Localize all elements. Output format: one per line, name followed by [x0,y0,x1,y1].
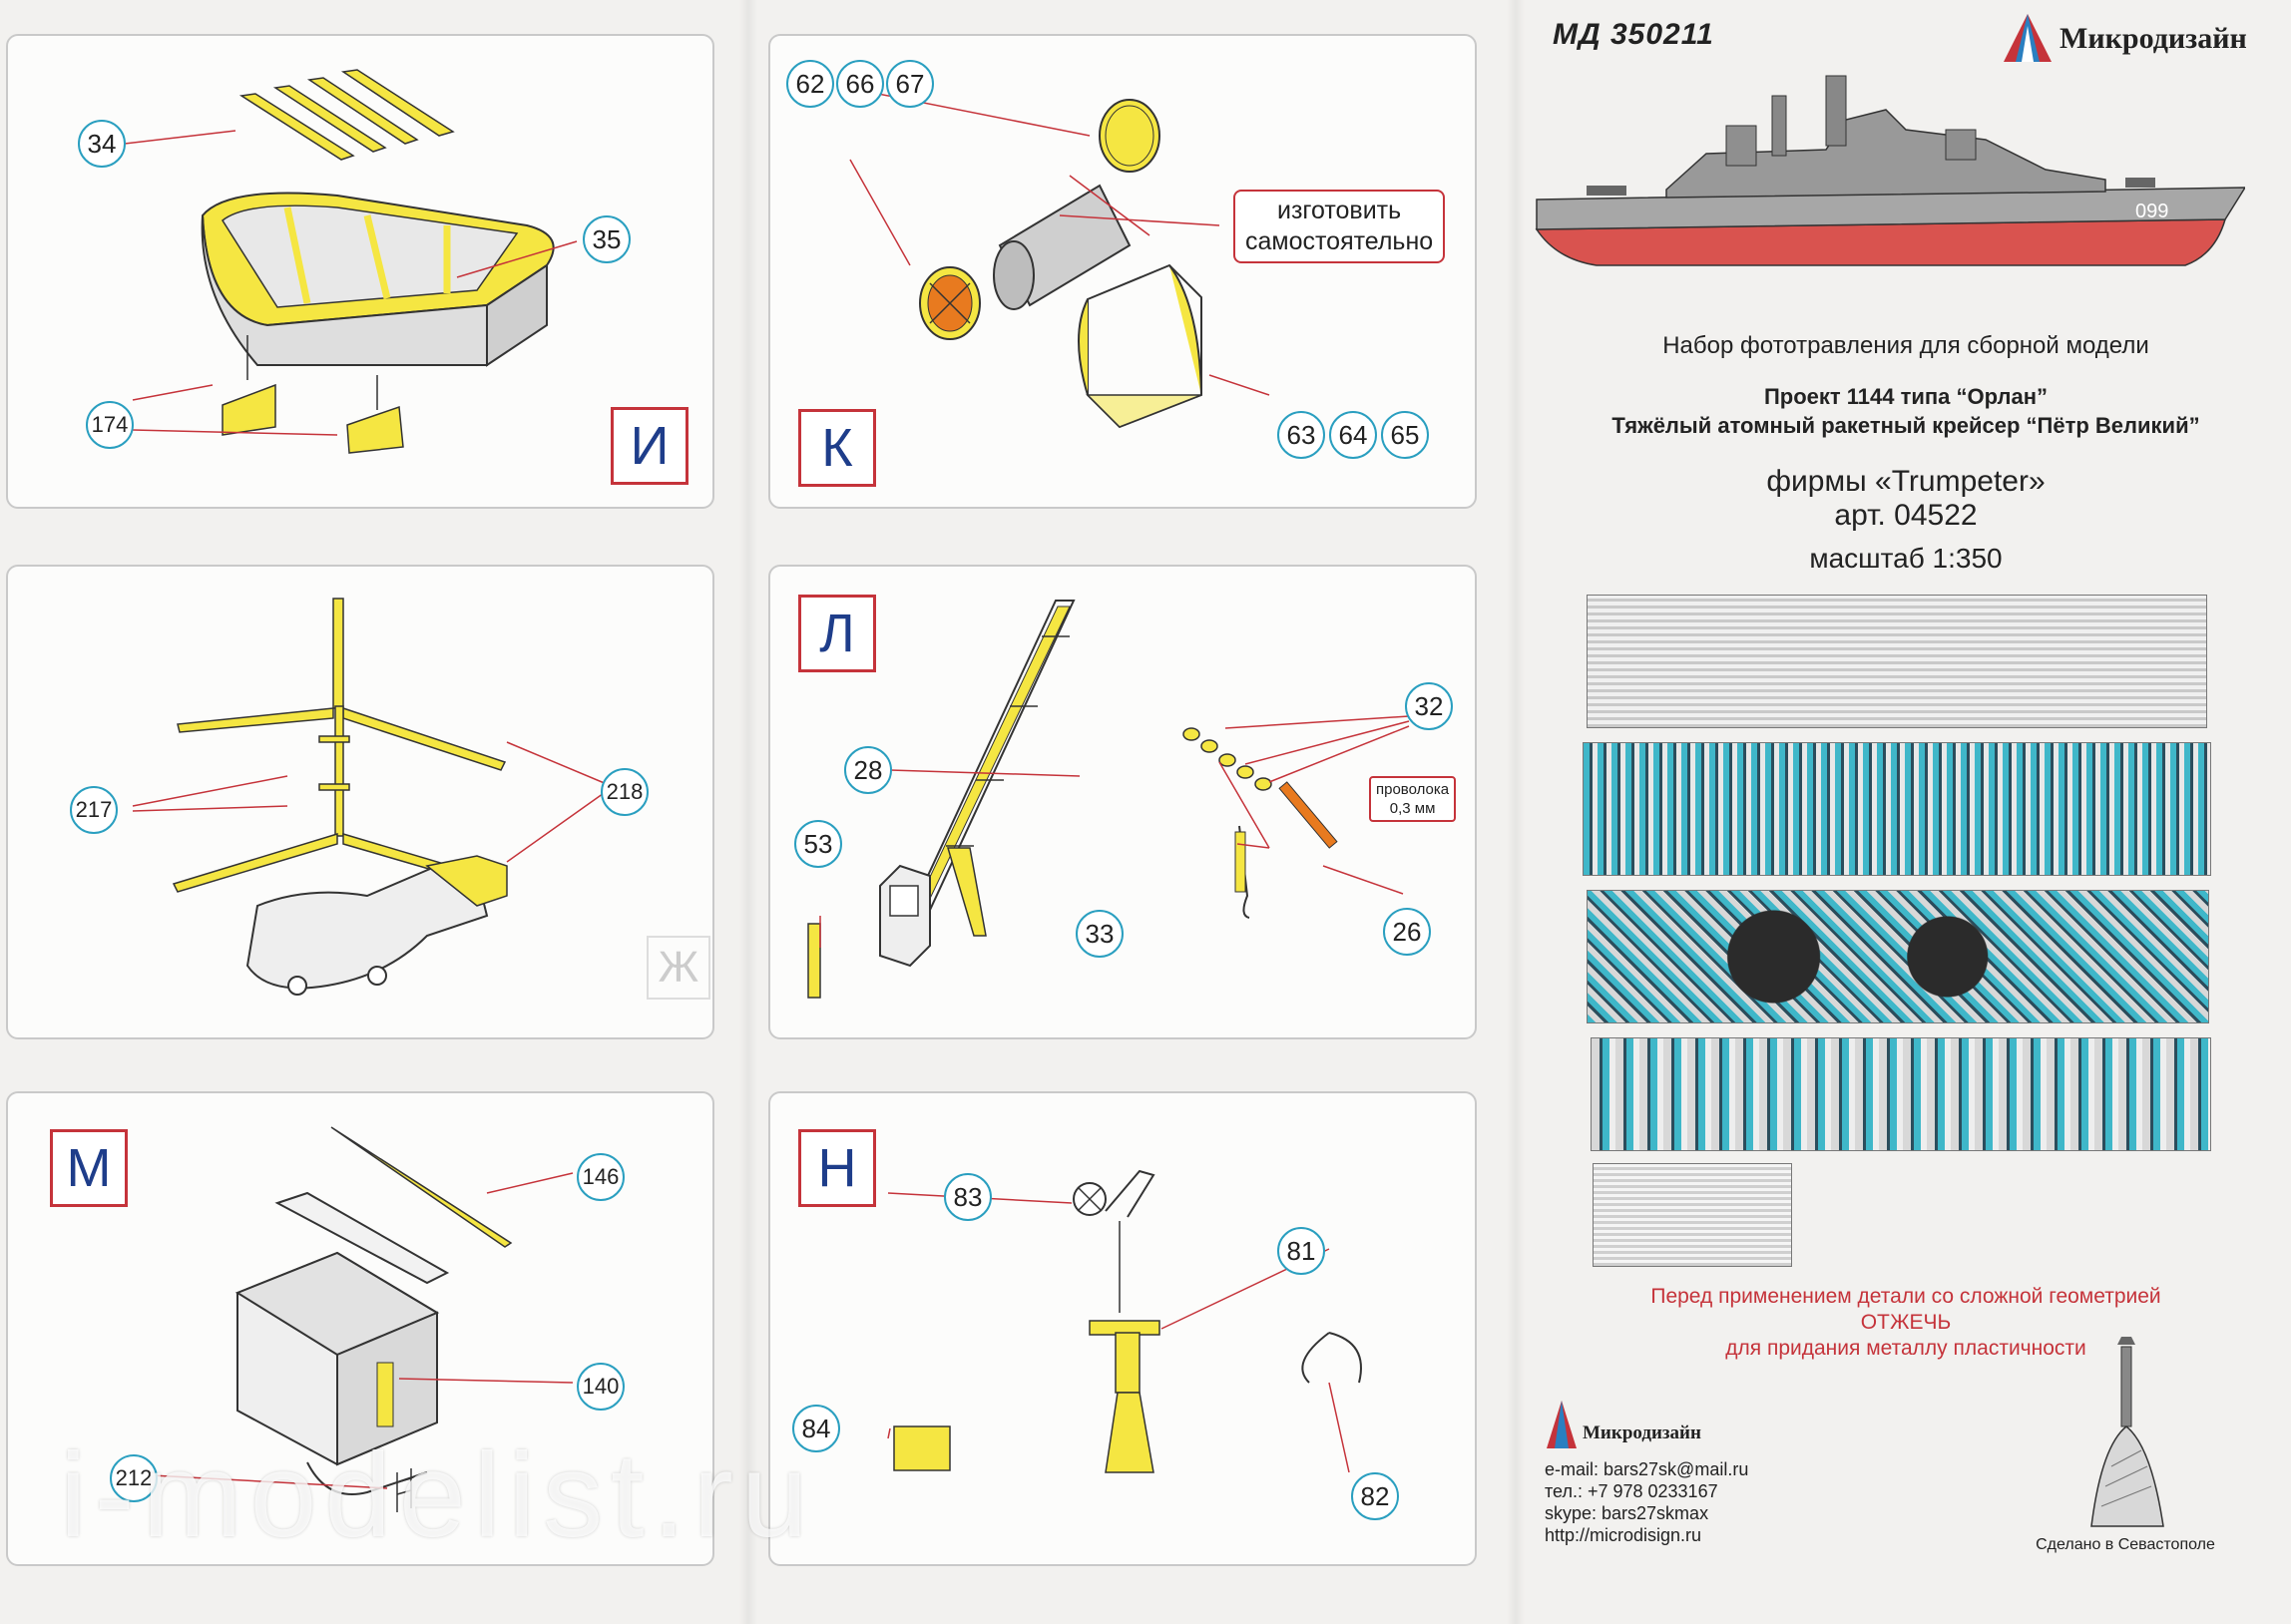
step-letter-n: Н [798,1129,876,1207]
brand-mark-icon [2004,14,2052,62]
fret-5 [1593,1163,1792,1267]
callout-174: 174 [86,401,134,449]
fold-line-left [739,0,757,1624]
callout-65: 65 [1381,411,1429,459]
callout-35: 35 [583,215,631,263]
helicopter-drawing [132,598,608,996]
step-letter-l: Л [798,595,876,672]
cabin-drawing [133,1126,574,1512]
wire-note-line1: проволока [1376,781,1450,798]
callout-81: 81 [1277,1227,1325,1275]
sevastopol-monument-icon [2090,1337,2164,1527]
callout-84: 84 [792,1405,840,1452]
callout-212: 212 [110,1454,158,1502]
anneal-warning-line2: ОТЖЕЧЬ [1860,1311,1952,1334]
article-number: арт. 04522 [1834,499,1978,532]
callout-217: 217 [70,786,118,834]
fret-3 [1587,890,2209,1023]
wire-note-line2: 0,3 мм [1389,800,1436,817]
step-letter-k: К [798,409,876,487]
wire-note: проволока 0,3 мм [1369,776,1457,822]
step-letter-i: И [611,407,688,485]
callout-67: 67 [886,60,934,108]
crane-drawing [807,600,1410,999]
brand-logo-bottom: Микродизайн [1545,1399,1701,1455]
callout-28: 28 [844,746,892,794]
gun-drawing [887,1169,1362,1473]
fret-2 [1583,742,2211,876]
callout-218: 218 [601,768,649,816]
contact-site: http://microdisign.ru [1545,1525,1702,1545]
brand-name-top: Микродизайн [2060,22,2247,55]
brand-name-bottom: Микродизайн [1583,1422,1701,1443]
callout-66: 66 [836,60,884,108]
make-yourself-line2: самостоятельно [1245,227,1434,255]
project-line: Проект 1144 типа “Орлан” [1763,384,2049,409]
contact-block: e-mail: bars27sk@mail.ru тел.: +7 978 02… [1545,1458,1748,1546]
brand-mark-bottom-icon [1547,1401,1577,1448]
scale-line: масштаб 1:350 [1809,543,2003,574]
step-panel-i: 34 35 174 И [6,34,714,509]
make-yourself-note: изготовить самостоятельно [1233,190,1446,263]
step-panel-k: 62 66 67 63 64 65 изготовить самостоятел… [768,34,1477,509]
callout-83: 83 [944,1173,992,1221]
callout-53: 53 [794,820,842,868]
fret-1 [1587,595,2207,728]
contact-email: e-mail: bars27sk@mail.ru [1545,1459,1749,1479]
boat-drawing [107,69,578,454]
anneal-warning-line1: Перед применением детали со сложной геом… [1650,1285,2161,1308]
step-panel-zh: 217 218 Ж [6,565,714,1039]
ship-illustration: 099 [1535,75,2245,266]
callout-32: 32 [1405,682,1453,730]
callout-64: 64 [1329,411,1377,459]
contact-phone: тел.: +7 978 0233167 [1545,1481,1718,1501]
callout-62: 62 [786,60,834,108]
barrel-drawing [849,91,1270,429]
fold-line-right [1507,0,1525,1624]
step-letter-zh: Ж [647,936,710,1000]
step-panel-l: 28 32 53 33 26 проволока 0,3 мм Л [768,565,1477,1039]
hull-number: 099 [2135,201,2168,222]
step-panel-m: 146 140 212 М [6,1091,714,1566]
anneal-warning-line3: для придания металлу пластичности [1725,1337,2086,1360]
contact-skype: skype: bars27skmax [1545,1503,1709,1523]
callout-34: 34 [78,120,126,168]
fret-4 [1591,1037,2211,1151]
callout-140: 140 [577,1363,625,1411]
ship-name: Тяжёлый атомный ракетный крейсер “Пётр В… [1611,413,2200,438]
brand-logo-top: Микродизайн [1998,12,2247,69]
callout-33: 33 [1076,910,1124,958]
callout-63: 63 [1277,411,1325,459]
made-in-sevastopol: Сделано в Севастополе [2036,1536,2215,1553]
kit-code: МД 350211 [1553,18,1714,51]
maker-line: фирмы «Trumpeter» [1766,465,2046,498]
site-watermark: i-modelist.ru [60,1428,816,1562]
kit-subtitle: Набор фототравления для сборной модели [1662,332,2149,359]
step-panel-n: 83 81 84 82 Н [768,1091,1477,1566]
callout-146: 146 [577,1153,625,1201]
step-letter-m: М [50,1129,128,1207]
callout-26: 26 [1383,908,1431,956]
callout-82: 82 [1351,1472,1399,1520]
make-yourself-line1: изготовить [1277,197,1402,224]
